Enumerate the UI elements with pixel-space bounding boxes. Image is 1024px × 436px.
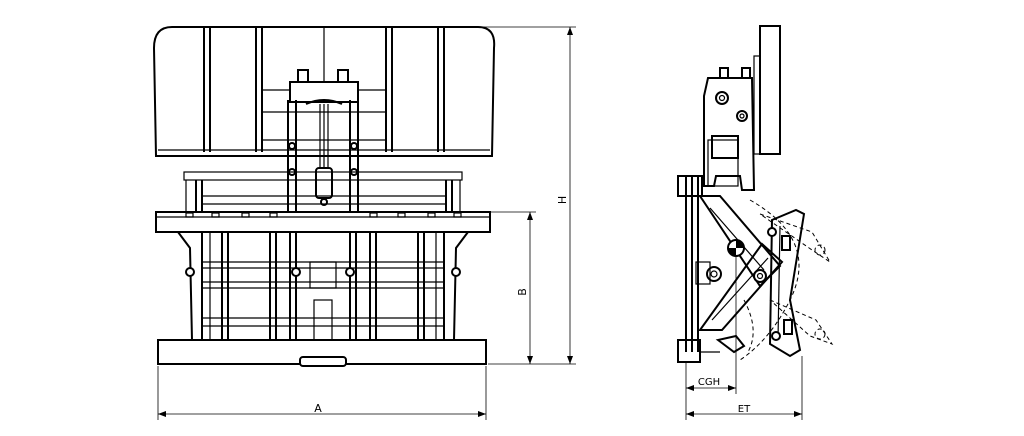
side-rails [677, 175, 703, 363]
upper-carriage [183, 171, 463, 212]
clamp-plate [767, 208, 806, 358]
dimension-label-a: A [314, 402, 322, 415]
base-plate [157, 339, 487, 367]
top-plate [155, 211, 491, 233]
center-mast [287, 69, 359, 212]
side-bottom [700, 334, 746, 354]
side-carriage [703, 67, 756, 191]
inner-posts [185, 232, 461, 341]
swing-positions [739, 199, 834, 361]
dimension-label-b: B [516, 288, 529, 296]
dimension-lines [157, 26, 803, 420]
side-view [677, 25, 834, 363]
front-view [152, 26, 496, 367]
side-backrest [753, 25, 781, 155]
scissor-linkage [695, 195, 784, 331]
dimension-label-h: H [556, 196, 569, 204]
dimension-label-cgh: CGH [698, 377, 720, 388]
dimension-label-et: ET [738, 404, 751, 415]
